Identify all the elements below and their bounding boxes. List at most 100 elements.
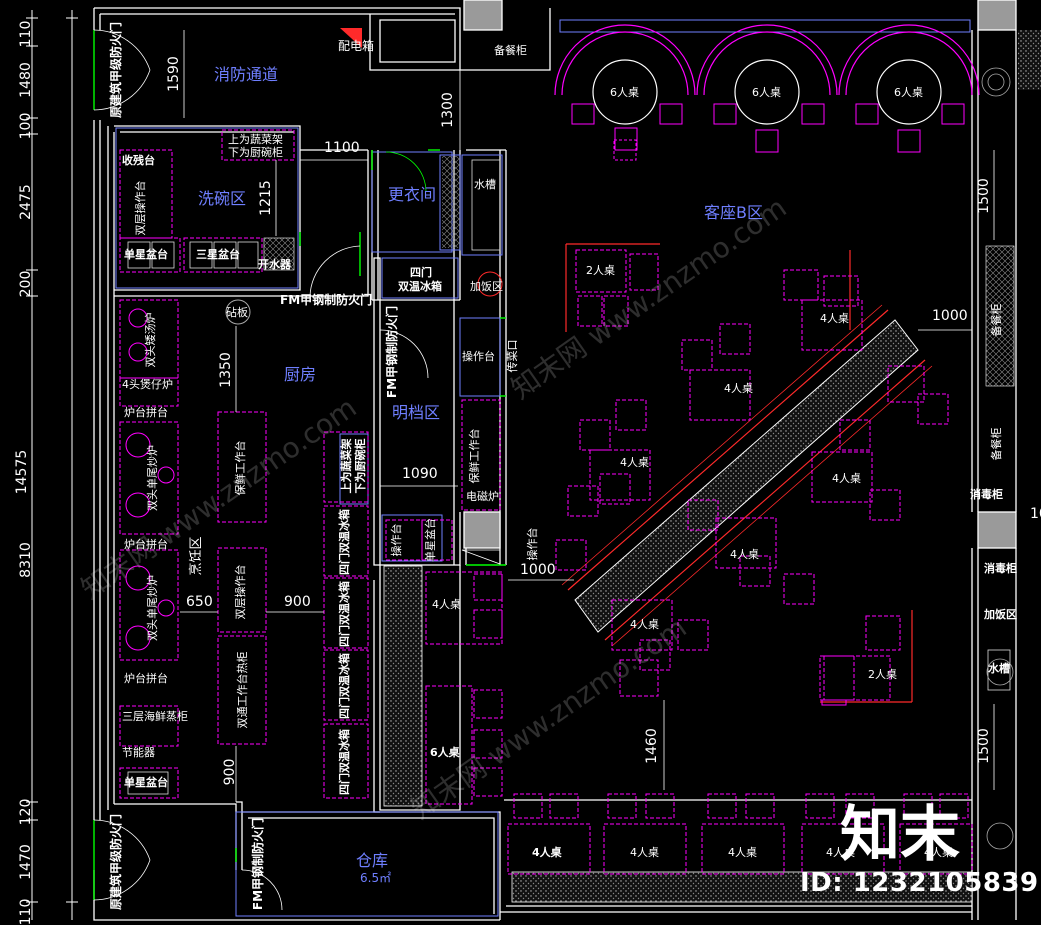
label-induction: 电磁炉 xyxy=(466,490,499,503)
dim-1460: 1460 xyxy=(644,728,660,764)
table-four-5: 4人桌 xyxy=(730,548,759,561)
fm-door-1-label: FM甲钢制防火门 xyxy=(280,292,372,307)
table-four-2: 4人桌 xyxy=(724,382,753,395)
label-fridge-top-2: 双温冰箱 xyxy=(398,279,442,293)
room-open-bar: 明档区 xyxy=(392,403,440,422)
dim-1590: 1590 xyxy=(166,56,182,92)
label-water-heater: 开水器 xyxy=(258,257,292,271)
label-single-sink-2: 单星盆台 xyxy=(124,775,168,789)
room-changing: 更衣间 xyxy=(388,185,436,204)
room-warehouse: 仓库 xyxy=(356,851,388,870)
dim-2475: 2475 xyxy=(18,184,34,220)
dim-650: 650 xyxy=(186,594,213,610)
table-four-1: 4人桌 xyxy=(820,312,849,325)
burners xyxy=(125,271,503,651)
label-disinfect-1: 消毒柜 xyxy=(970,487,1003,501)
dim-120: 120 xyxy=(18,799,34,826)
room-dishwashing: 洗碗区 xyxy=(198,189,246,208)
label-op-table-corr: 操作台 xyxy=(525,528,539,561)
table-six-corr: 6人桌 xyxy=(430,745,461,759)
image-id-watermark: ID: 1232105839 xyxy=(800,868,1039,898)
table-four-6: 4人桌 xyxy=(630,618,659,631)
label-op-table-small: 操作台 xyxy=(389,524,403,557)
label-wok-1: 双头单尾炒炉 xyxy=(146,445,159,511)
watermark-text-2: 知末网 www.znzmo.com xyxy=(405,611,692,826)
dim-14575: 14575 xyxy=(14,450,30,495)
fm-door-2-label: FM甲钢制防火门 xyxy=(384,306,399,398)
room-cook-area: 烹饪区 xyxy=(189,536,204,575)
wall-hatch xyxy=(1018,30,1041,90)
table-four-b3: 4人桌 xyxy=(728,846,757,859)
room-warehouse-area: 6.5㎡ xyxy=(360,871,391,885)
dim-1000-right: 1000 xyxy=(932,308,968,324)
dim-1500-upper: 1500 xyxy=(976,178,992,214)
room-fire-passage: 消防通道 xyxy=(214,65,278,84)
dim-1480-top: 1480 xyxy=(18,62,34,98)
label-fridge-3: 四门双温冰箱 xyxy=(337,653,351,719)
table-four-3: 4人桌 xyxy=(620,456,649,469)
cabinet-hatch xyxy=(985,245,1015,387)
label-shelf2-2: 下为厨碗柜 xyxy=(353,439,367,494)
counter-strip xyxy=(383,565,423,807)
dim-10-partial: 10 xyxy=(1030,506,1041,522)
label-seafood-steamer: 三层海鲜蒸柜 xyxy=(122,709,188,723)
dim-8310: 8310 xyxy=(18,542,34,578)
table-six-b: 6人桌 xyxy=(752,86,781,99)
fire-door-top-label: 原建筑甲级防火门 xyxy=(108,22,123,118)
table-four-4: 4人桌 xyxy=(832,472,861,485)
room-elec-box: 配电箱 xyxy=(338,38,374,53)
dim-200: 200 xyxy=(18,271,34,298)
table-four-b4: 4人桌 xyxy=(826,846,855,859)
walls xyxy=(93,0,1017,921)
dim-110-top: 110 xyxy=(18,21,34,48)
dim-900-low: 900 xyxy=(222,759,238,786)
dim-900-mid: 900 xyxy=(284,594,311,610)
locker-hatch xyxy=(442,156,460,248)
label-double-op-table: 双层操作台 xyxy=(233,565,247,620)
table-six-c: 6人桌 xyxy=(894,86,923,99)
door-swings xyxy=(93,29,429,911)
label-double-op-dish: 双层操作台 xyxy=(133,181,147,236)
elec-box-icon xyxy=(340,28,362,48)
dim-1215: 1215 xyxy=(258,180,274,216)
square-tables xyxy=(555,249,949,706)
table-two-b: 2人桌 xyxy=(868,668,897,681)
pillar-marker xyxy=(461,549,501,565)
label-shelf-top-2: 下为厨碗柜 xyxy=(228,145,283,159)
label-spare-cab-r2: 备餐柜 xyxy=(989,428,1003,461)
dimension-lines-left xyxy=(26,10,78,920)
label-disinfect-2: 消毒柜 xyxy=(984,561,1017,575)
label-shelf2-1: 上为蔬菜架 xyxy=(339,439,353,494)
dim-1090: 1090 xyxy=(402,466,438,482)
doors-green xyxy=(93,30,506,900)
heater-hatch xyxy=(263,237,295,271)
table-four-corr: 4人桌 xyxy=(432,598,461,611)
label-serve-window: 传菜口 xyxy=(506,340,519,373)
label-chop-board: 砧板 xyxy=(226,305,248,319)
table-two-a: 2人桌 xyxy=(586,264,615,277)
dim-1100: 1100 xyxy=(324,140,360,156)
table-four-b1: 4人桌 xyxy=(532,845,563,859)
dim-1500-lower: 1500 xyxy=(976,728,992,764)
plants xyxy=(981,67,1014,850)
window-strip xyxy=(511,871,973,903)
watermark-text-3: 知末网 www.znzmo.com xyxy=(505,191,792,406)
sink-basins xyxy=(127,159,1011,795)
brand-watermark: 知末 xyxy=(840,800,960,870)
label-fridge-4: 四门双温冰箱 xyxy=(337,729,351,795)
dim-110-bottom: 110 xyxy=(18,899,34,925)
watermark-text-1: 知末网 www.znzmo.com xyxy=(75,391,362,606)
corridor-tables xyxy=(425,571,973,875)
label-wok-2: 双头单尾炒炉 xyxy=(146,575,159,641)
label-energy-saver: 节能器 xyxy=(122,745,155,759)
table-four-b2: 4人桌 xyxy=(630,846,659,859)
dim-1300: 1300 xyxy=(440,92,456,128)
dim-1350: 1350 xyxy=(218,352,234,388)
table-four-b5: 4人桌 xyxy=(924,846,953,859)
label-fridge-1: 四门双温冰箱 xyxy=(337,509,351,575)
round-tables xyxy=(554,24,980,125)
label-stove-joint-1: 炉台拼台 xyxy=(124,405,168,419)
label-fresh-bar: 保鲜工作台 xyxy=(467,429,481,484)
label-sink-top: 水槽 xyxy=(474,178,496,191)
label-fridge-top-1: 四门 xyxy=(410,265,432,279)
